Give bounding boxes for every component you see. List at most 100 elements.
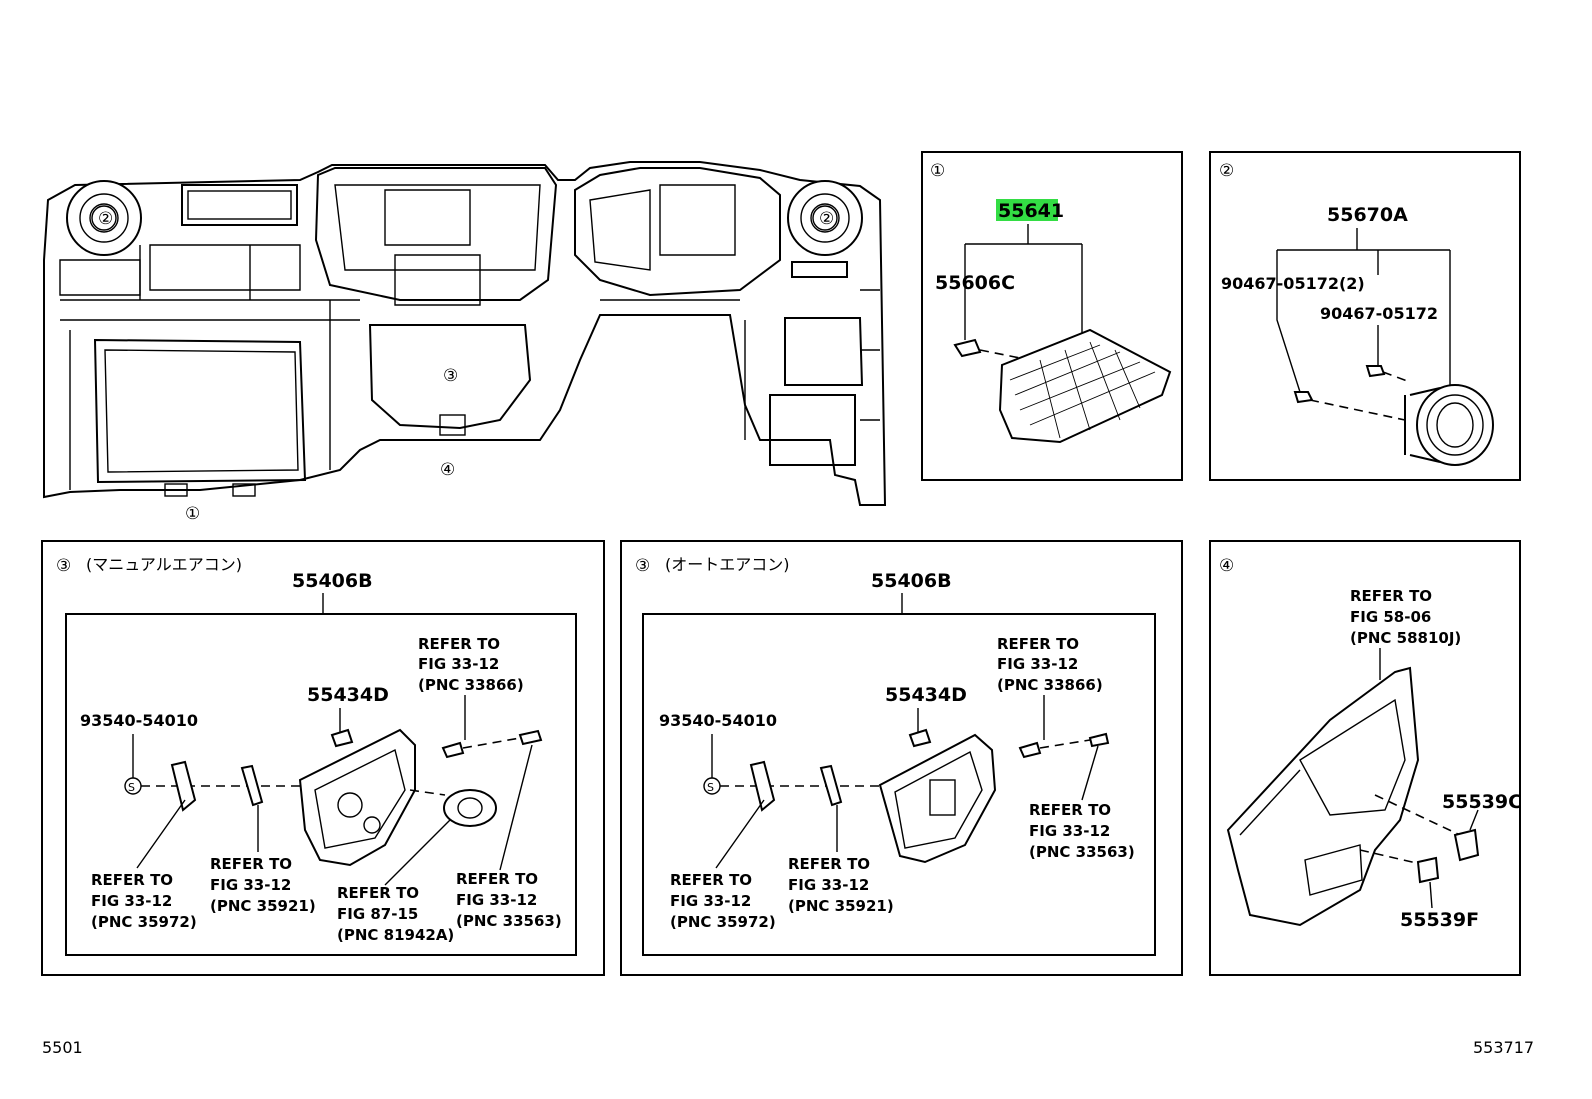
bulb-33563-b: [1088, 732, 1110, 748]
panel-4-frame: [1209, 540, 1521, 976]
ref-35921-b-l3: (PNC 35921): [788, 897, 894, 915]
panel-4: ④ REFER TO FIG 58-06 (PNC 58810J) 55539C…: [1209, 540, 1522, 976]
part-55641-label[interactable]: 55641: [998, 200, 1064, 222]
cluster-panel-a: [298, 728, 416, 867]
panel-3-auto: ③ (オートエアコン) 55406B REFER TO FIG 33-12 (P…: [620, 540, 1183, 976]
part-55434d-label-b[interactable]: 55434D: [885, 684, 967, 706]
screw-symbol-b-text: S: [707, 781, 714, 794]
ref-81942a-l3: (PNC 81942A): [337, 926, 454, 944]
callout-2-left: ②: [91, 205, 117, 231]
ref-33866-a-l2: FIG 33-12: [418, 655, 499, 673]
clip-55606c: [953, 338, 982, 358]
callout-2-right-text: ②: [819, 209, 834, 229]
clip-55434d-b: [908, 728, 932, 748]
panel-3a-inner-frame: [65, 613, 577, 956]
ref-33866-b-l3: (PNC 33866): [997, 676, 1103, 694]
ref-33563-b-l1: REFER TO: [1029, 801, 1111, 819]
ref-35972-b-l2: FIG 33-12: [670, 892, 751, 910]
ref-35972-a-l2: FIG 33-12: [91, 892, 172, 910]
panel-3a-variant: (マニュアルエアコン): [86, 555, 242, 574]
panel-1: ① 55641 55606C: [921, 151, 1183, 481]
ref-33563-a-l2: FIG 33-12: [456, 891, 537, 909]
lower-panel-4: [1226, 666, 1420, 927]
screw-a: [1293, 391, 1314, 404]
callout-2-right: ②: [812, 205, 838, 231]
cluster-panel-b: [878, 733, 997, 864]
ref-33866-a-l1: REFER TO: [418, 635, 500, 653]
knob-35921-a: [240, 764, 264, 807]
bulb-33866-a: [441, 741, 465, 759]
part-93540-label-a[interactable]: 93540-54010: [80, 711, 198, 730]
ref-33563-b-l3: (PNC 33563): [1029, 843, 1135, 861]
part-55434d-label-a[interactable]: 55434D: [307, 684, 389, 706]
callout-3: ③: [443, 366, 458, 386]
panel-3b-frame: [620, 540, 1183, 976]
part-55670a-label[interactable]: 55670A: [1327, 204, 1408, 226]
ref-35921-a-l1: REFER TO: [210, 855, 292, 873]
vent-55670a: [1416, 384, 1494, 466]
callout-2-left-text: ②: [98, 209, 113, 229]
panel-2-frame: [1209, 151, 1521, 481]
panel-1-marker: ①: [930, 161, 945, 181]
bulb-33866-b: [1018, 741, 1042, 759]
ref-33563-a-l3: (PNC 33563): [456, 912, 562, 930]
ref-58810j-l2: FIG 58-06: [1350, 608, 1431, 626]
switch-35972-b: [749, 760, 776, 812]
ref-35921-b-l2: FIG 33-12: [788, 876, 869, 894]
ref-33866-b-l2: FIG 33-12: [997, 655, 1078, 673]
callout-4-text: ④: [440, 460, 455, 480]
ref-33563-b-l2: FIG 33-12: [1029, 822, 1110, 840]
ref-33866-a-l3: (PNC 33866): [418, 676, 524, 694]
callout-1: ①: [185, 504, 200, 524]
footer: 5501 553717: [42, 1038, 1534, 1057]
clip-55539f: [1416, 856, 1440, 884]
ref-35972-b-l3: (PNC 35972): [670, 913, 776, 931]
instrument-panel-drawing: [43, 161, 887, 506]
panel-3-manual: ③ (マニュアルエアコン) 55406B REFER TO FIG 33-12 …: [41, 540, 605, 976]
callout-1-text: ①: [185, 504, 200, 524]
main-callouts: ② ② ③ ④ ①: [91, 205, 838, 524]
part-55539c-label[interactable]: 55539C: [1442, 791, 1522, 813]
callout-4: ④: [440, 460, 455, 480]
ref-81942a-l1: REFER TO: [337, 884, 419, 902]
footer-left-code: 5501: [42, 1038, 83, 1057]
highlight-box: [996, 199, 1058, 221]
ref-33866-b-l1: REFER TO: [997, 635, 1079, 653]
part-55539f-label[interactable]: 55539F: [1400, 909, 1479, 931]
ref-35972-a-l1: REFER TO: [91, 871, 173, 889]
ref-35921-b-l1: REFER TO: [788, 855, 870, 873]
clip-55539c: [1453, 828, 1480, 862]
ref-58810j-l3: (PNC 58810J): [1350, 629, 1461, 647]
ref-35972-a-l3: (PNC 35972): [91, 913, 197, 931]
ashtray-81942a: [443, 789, 497, 827]
ref-35921-a-l3: (PNC 35921): [210, 897, 316, 915]
panel-4-marker: ④: [1219, 556, 1234, 576]
panel-1-frame: [921, 151, 1183, 481]
ref-35921-a-l2: FIG 33-12: [210, 876, 291, 894]
switch-35972-a: [170, 760, 197, 812]
panel-3b-inner-frame: [642, 613, 1156, 956]
panel-3b-marker: ③: [635, 556, 650, 576]
panel-3b-variant: (オートエアコン): [665, 555, 790, 574]
screw-a-label[interactable]: 90467-05172(2): [1221, 274, 1365, 293]
screw-b-label[interactable]: 90467-05172: [1320, 304, 1438, 323]
panel-2-marker: ②: [1219, 161, 1234, 181]
ref-35972-b-l1: REFER TO: [670, 871, 752, 889]
panel-2: ② 55670A 90467-05172(2) 90467-05172: [1209, 151, 1521, 481]
part-55406b-label-a[interactable]: 55406B: [292, 570, 373, 592]
part-55606c-label[interactable]: 55606C: [935, 272, 1015, 294]
part-55406b-label-b[interactable]: 55406B: [871, 570, 952, 592]
clip-55434d-a: [330, 728, 354, 748]
ref-81942a-l2: FIG 87-15: [337, 905, 418, 923]
cover-55641: [998, 328, 1172, 444]
bulb-33563-a: [518, 729, 543, 746]
knob-35921-b: [819, 764, 843, 807]
panel-3a-frame: [41, 540, 605, 976]
screw-symbol-a-text: S: [128, 781, 135, 794]
footer-right-code: 553717: [1473, 1038, 1534, 1057]
panel-3a-marker: ③: [56, 556, 71, 576]
ref-33563-a-l1: REFER TO: [456, 870, 538, 888]
screw-b: [1365, 365, 1386, 378]
part-93540-label-b[interactable]: 93540-54010: [659, 711, 777, 730]
